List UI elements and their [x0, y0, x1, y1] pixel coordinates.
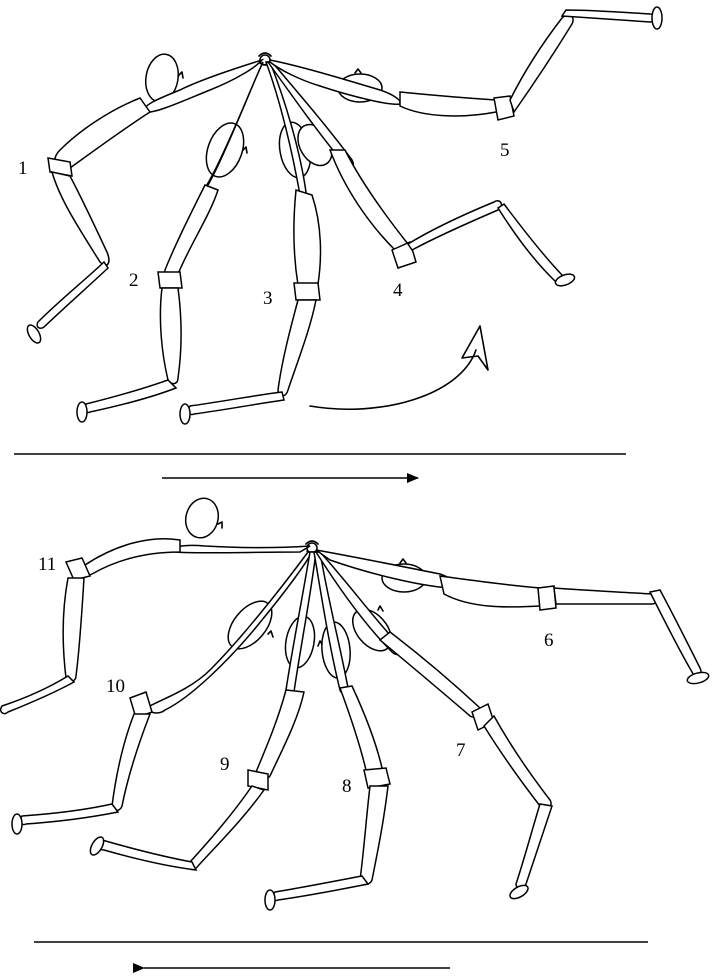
pose-label-8: 8 [342, 776, 352, 797]
pose-label-11: 11 [38, 554, 56, 575]
leg-pose-1 [25, 52, 262, 346]
pose-label-9: 9 [220, 754, 230, 775]
pose-label-4: 4 [393, 280, 403, 301]
leg-pose-5 [270, 7, 662, 120]
pose-label-5: 5 [500, 140, 510, 161]
rotation-arrow [310, 326, 488, 409]
leg-pose-9 [88, 552, 319, 870]
pose-label-1: 1 [18, 158, 28, 179]
pose-label-3: 3 [263, 288, 273, 309]
bottom-panel: 11 10 9 8 7 6 [1, 495, 710, 968]
pose-label-2: 2 [129, 270, 139, 291]
pose-label-6: 6 [544, 630, 554, 651]
pose-label-7: 7 [456, 740, 466, 761]
pose-label-10: 10 [106, 676, 125, 697]
top-panel: 1 2 3 4 5 [14, 7, 662, 478]
leg-pose-3 [180, 62, 320, 424]
leg-pose-10 [12, 552, 312, 834]
